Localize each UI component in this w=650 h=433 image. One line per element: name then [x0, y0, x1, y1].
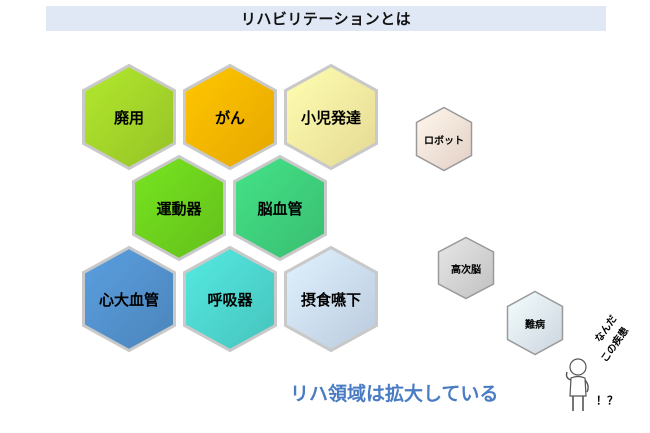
hex-label: 摂食嚥下	[301, 289, 361, 310]
hex-label: 廃用	[114, 107, 144, 128]
hex-sesshoku-enge: 摂食嚥下	[284, 246, 378, 352]
hex-label: がん	[215, 107, 245, 128]
title-bar: リハビリテーションとは	[46, 6, 606, 31]
hex-nanbyo: 難病	[506, 290, 564, 356]
hex-shindaikekkan: 心大血管	[82, 246, 176, 352]
footer-message: リハ領域は拡大している	[290, 379, 498, 406]
hex-label: 小児発達	[301, 107, 361, 128]
hex-label: 脳血管	[257, 198, 302, 219]
hex-label: 難病	[525, 316, 545, 331]
confused-person-icon	[562, 356, 596, 414]
hex-kokyuki: 呼吸器	[183, 246, 277, 352]
hex-label: 運動器	[156, 198, 201, 219]
hex-label: 心大血管	[99, 289, 159, 310]
page-title: リハビリテーションとは	[241, 8, 411, 29]
hex-label: ロボット	[424, 132, 464, 147]
hex-label: 呼吸器	[207, 289, 252, 310]
hex-label: 高次脳	[451, 261, 481, 276]
exclamation-question-marks: ！？	[596, 392, 618, 408]
hex-robot: ロボット	[415, 106, 473, 172]
hex-kojino: 高次脳	[437, 236, 495, 300]
